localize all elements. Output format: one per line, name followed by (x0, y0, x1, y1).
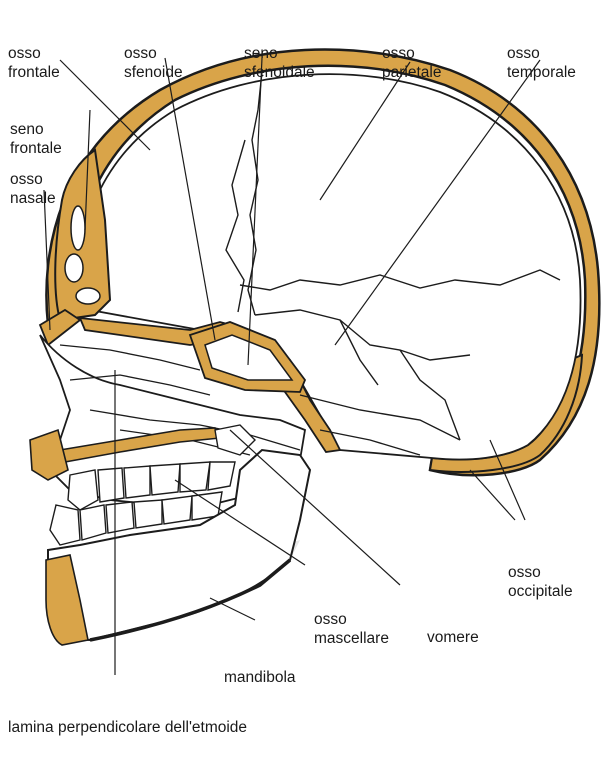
frontal-sinus-cavity-2 (65, 254, 83, 282)
frontal-sinus-cavity-3 (76, 288, 100, 304)
label-vomere: vomere (427, 590, 479, 685)
leader-mandibola (210, 598, 255, 620)
frontal-sinus-cavity-1 (71, 206, 85, 250)
leader-occipitale-1 (470, 470, 515, 520)
label-lamina: lamina perpendicolare dell'etmoide (8, 680, 247, 775)
